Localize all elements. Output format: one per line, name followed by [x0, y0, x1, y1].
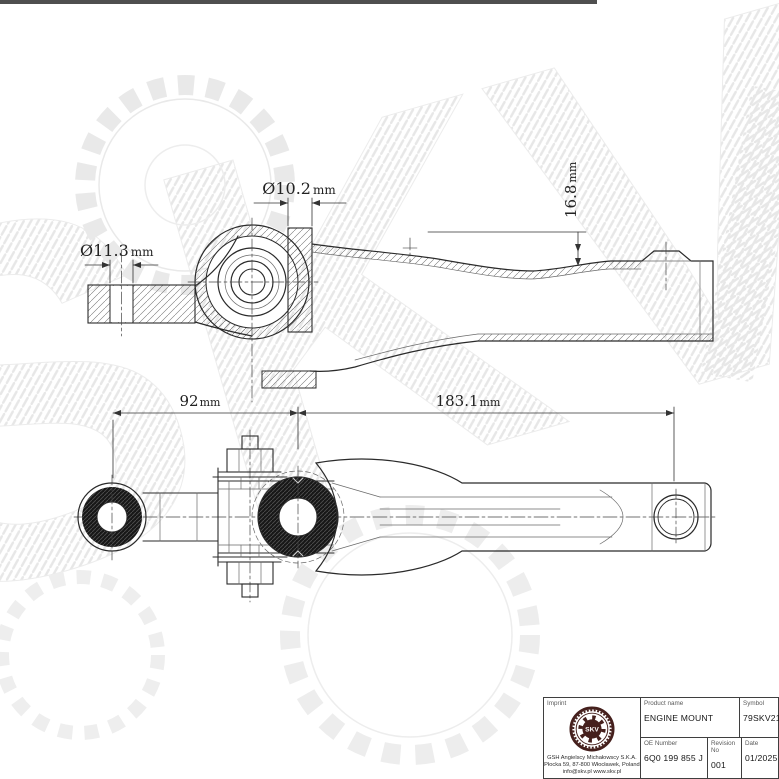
company-address-line: GSH Angielscy Michałowscy S.K.A. [547, 754, 637, 761]
symbol-cell: Symbol 79SKV218 [740, 698, 779, 737]
oe-number-value: 6Q0 199 855 J [644, 753, 703, 763]
dim-top-hole-unit: mm [313, 183, 336, 197]
plan-view: 92mm 183.1mm [73, 392, 717, 603]
oe-number-label: OE Number [644, 740, 678, 747]
dim-length-right-unit: mm [480, 396, 501, 409]
watermark-gear-bottom [0, 505, 540, 765]
dim-length-left-value: 92 [180, 392, 199, 410]
oe-number-cell: OE Number 6Q0 199 855 J [641, 738, 708, 778]
imprint-label: Imprint [547, 700, 567, 707]
top-border-bar [0, 0, 597, 4]
date-cell: Date 01/2025 [742, 738, 779, 778]
dim-length-right: 183.1mm [436, 392, 501, 410]
dim-height: 16.8 mm [562, 161, 580, 218]
product-name-cell: Product name ENGINE MOUNT [641, 698, 740, 737]
date-value: 01/2025 [745, 753, 778, 763]
logo-text: SKV [585, 726, 599, 733]
revision-value: 001 [711, 760, 726, 770]
dim-length-right-value: 183.1 [436, 392, 479, 410]
dim-left-hole-value: Ø11.3 [80, 241, 129, 260]
date-label: Date [745, 740, 759, 747]
dim-left-hole-unit: mm [131, 245, 154, 259]
dim-length-left: 92mm [180, 392, 222, 410]
title-block-fields: Product name ENGINE MOUNT Symbol 79SKV21… [641, 698, 779, 778]
watermark-bar-right [701, 85, 779, 383]
company-address: GSH Angielscy Michałowscy S.K.A. Płocka … [540, 754, 644, 776]
revision-label: Revision No [711, 740, 736, 754]
title-block-imprint-cell: Imprint SKV GSH Angielscy Michałowscy S.… [544, 698, 641, 778]
dim-height-value: 16.8 [562, 185, 580, 218]
dim-length-left-unit: mm [200, 396, 221, 409]
symbol-value: 79SKV218 [743, 713, 779, 723]
company-address-line: info@skv.pl www.skv.pl [562, 768, 622, 776]
revision-cell: Revision No 001 [708, 738, 742, 778]
symbol-label: Symbol [743, 700, 764, 707]
skv-stamp-logo-icon: SKV [569, 706, 615, 752]
company-address-line: Płocka 59, 87-800 Włocławek, Poland [544, 761, 640, 768]
product-name-value: ENGINE MOUNT [644, 713, 714, 723]
dim-height-unit: mm [566, 161, 579, 182]
product-name-label: Product name [644, 700, 684, 707]
dim-top-hole-value: Ø10.2 [262, 179, 311, 198]
title-block: Imprint SKV GSH Angielscy Michałowscy S.… [543, 697, 779, 779]
